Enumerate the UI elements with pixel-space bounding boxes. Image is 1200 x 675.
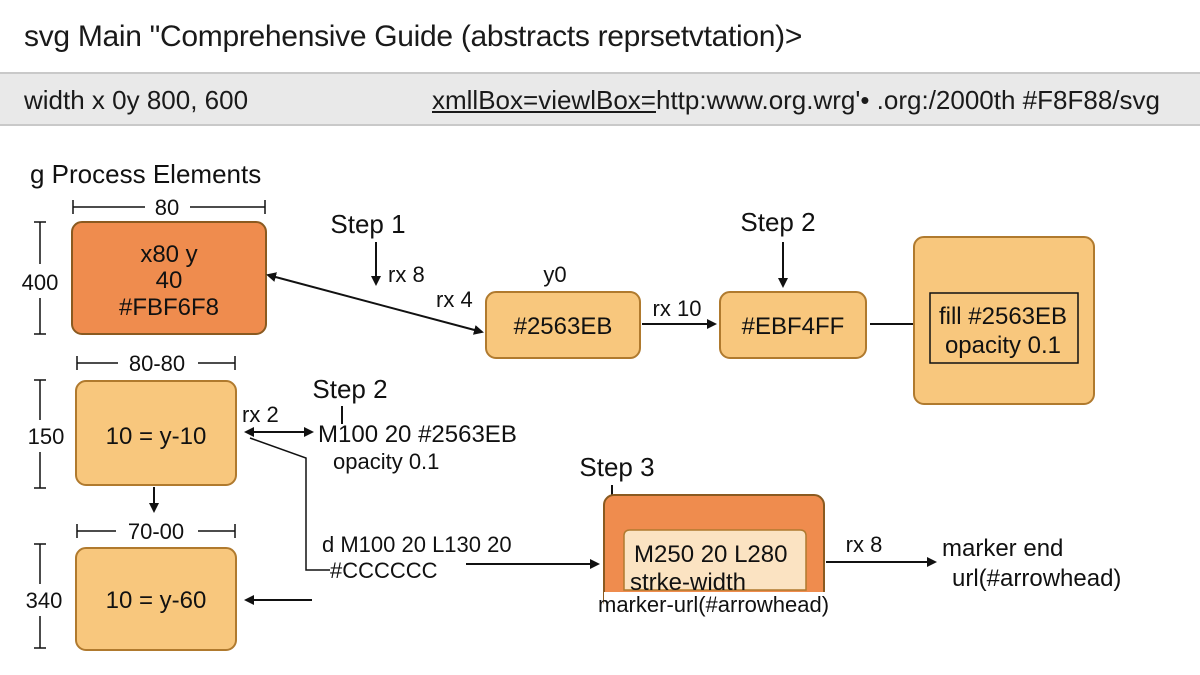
step1-label: Step 1	[330, 209, 405, 239]
step3-callout	[623, 529, 807, 591]
box3	[75, 547, 237, 651]
step3-line2: strke-width	[630, 569, 746, 596]
y0-label: y0	[543, 262, 566, 287]
box1-line2: 40	[156, 267, 183, 294]
namespace-text: http:www.org.wrg'• .org:/2000th #F8F88/s…	[655, 85, 1160, 115]
marker-url-label: marker-url(#arrowhead)	[598, 592, 829, 617]
viewbox-link[interactable]: xmllBox=viewlBox=	[432, 85, 656, 115]
box3-height-label: 340	[26, 588, 63, 613]
box3-height-dimension	[34, 543, 46, 649]
node-a	[485, 291, 641, 359]
box2-width-label: 80-80	[129, 351, 185, 376]
box1-node-a-connector	[266, 272, 484, 335]
box3-width-dimension	[76, 524, 236, 538]
fill-box-line1: fill #2563EB	[939, 303, 1067, 330]
rx4-label: rx 4	[436, 287, 473, 312]
box2-label: 10 = y-10	[106, 423, 207, 450]
box1-width-label: 80	[155, 195, 179, 220]
box1-height-dimension	[34, 221, 46, 335]
box3-label: 10 = y-60	[106, 587, 207, 614]
d-path-label: d M100 20 L130 20	[322, 532, 512, 557]
rx10-label: rx 10	[653, 296, 702, 321]
box2	[75, 380, 237, 486]
box1-line3: #FBF6F8	[119, 294, 219, 321]
attributes-left: width x 0y 800, 600	[24, 85, 249, 115]
box2-width-dimension	[76, 356, 236, 370]
attributes-bar: width x 0y 800, 600 xmllBox=viewlBox=htt…	[0, 74, 1200, 126]
box2-height-label: 150	[28, 424, 65, 449]
marker-url-backdrop	[604, 592, 849, 622]
box1-width-dimension	[72, 200, 266, 214]
bent-connector	[249, 437, 330, 571]
title-bar: svg Main "Comprehensive Guide (abstracts…	[0, 0, 1200, 74]
box1-line1: x80 y	[140, 241, 197, 268]
box1-height-label: 400	[22, 270, 59, 295]
step3-line1: M250 20 L280	[634, 541, 787, 568]
marker-end-line1: marker end	[942, 535, 1063, 562]
rx8-top-label: rx 8	[388, 262, 425, 287]
node-b-label: #EBF4FF	[742, 313, 845, 340]
step3-label: Step 3	[579, 452, 654, 482]
box2-height-dimension	[34, 379, 46, 489]
stroke-color-label: #CCCCCC	[330, 558, 438, 583]
attributes-right: xmllBox=viewlBox=http:www.org.wrg'• .org…	[432, 85, 1160, 116]
box3-width-label: 70-00	[128, 519, 184, 544]
step2-top-label: Step 2	[740, 207, 815, 237]
box1	[71, 221, 267, 335]
step2-mid-label: Step 2	[312, 374, 387, 404]
marker-end-line2: url(#arrowhead)	[952, 565, 1121, 592]
rx2-label: rx 2	[242, 402, 279, 427]
group-label: g Process Elements	[30, 159, 261, 189]
opacity-label: opacity 0.1	[333, 449, 439, 474]
node-b	[719, 291, 867, 359]
rx8-bottom-label: rx 8	[846, 532, 883, 557]
path-m-label: M100 20 #2563EB	[318, 421, 517, 448]
fill-box-line2: opacity 0.1	[945, 332, 1061, 359]
page-title: svg Main "Comprehensive Guide (abstracts…	[24, 20, 803, 53]
node-a-label: #2563EB	[514, 313, 613, 340]
fill-box-inner-frame	[929, 292, 1079, 364]
